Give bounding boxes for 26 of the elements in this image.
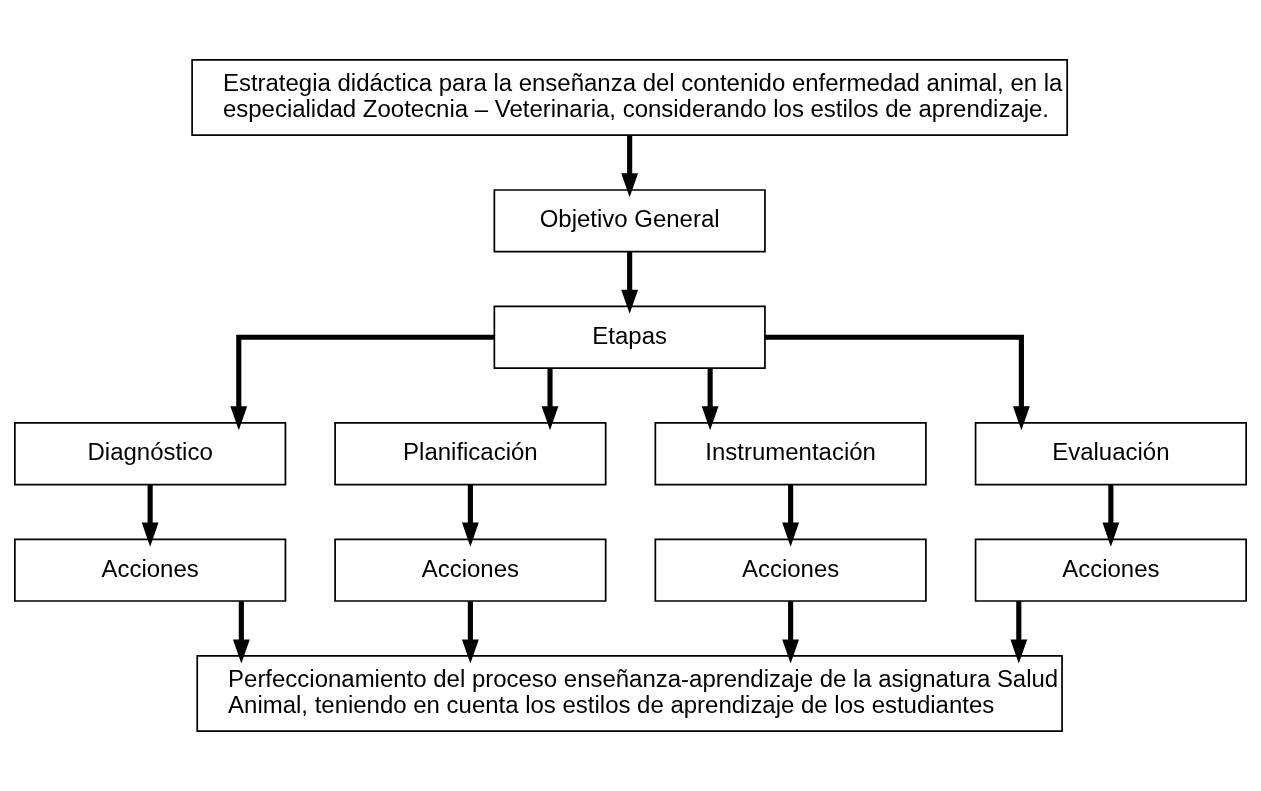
node-box: Acciones: [334, 538, 607, 602]
node-box: Evaluación: [974, 422, 1247, 486]
arrow: [141, 484, 159, 547]
node-box: Planificación: [334, 422, 607, 486]
arrow: [230, 334, 495, 431]
node-box: Estrategia didáctica para la enseñanza del contenido enfermedad animal, en la especialidad Zootecnia – Veterinaria, considerando los estilos de aprendizaje.: [191, 59, 1069, 137]
node-box: Acciones: [654, 538, 927, 602]
node-box: Acciones: [14, 538, 287, 602]
arrow: [621, 135, 639, 198]
arrow: [461, 601, 479, 664]
node-box: Diagnóstico: [14, 422, 287, 486]
arrow: [461, 484, 479, 547]
arrow: [701, 368, 719, 431]
arrow: [782, 484, 800, 547]
arrow: [1102, 484, 1120, 547]
arrow: [782, 601, 800, 664]
arrow: [765, 334, 1030, 431]
node-box: Objetivo General: [493, 189, 766, 253]
arrow: [541, 368, 559, 431]
arrow: [621, 252, 639, 314]
arrow: [1010, 601, 1028, 664]
node-box: Instrumentación: [654, 422, 927, 486]
node-box: Perfeccionamiento del proceso enseñanza-aprendizaje de la asignatura Salud Animal, teniendo en cuenta los estilos de aprendizaje de los estudiantes: [196, 654, 1063, 732]
node-box: Acciones: [974, 538, 1247, 602]
arrow: [232, 601, 250, 664]
node-box: Etapas: [493, 305, 766, 369]
